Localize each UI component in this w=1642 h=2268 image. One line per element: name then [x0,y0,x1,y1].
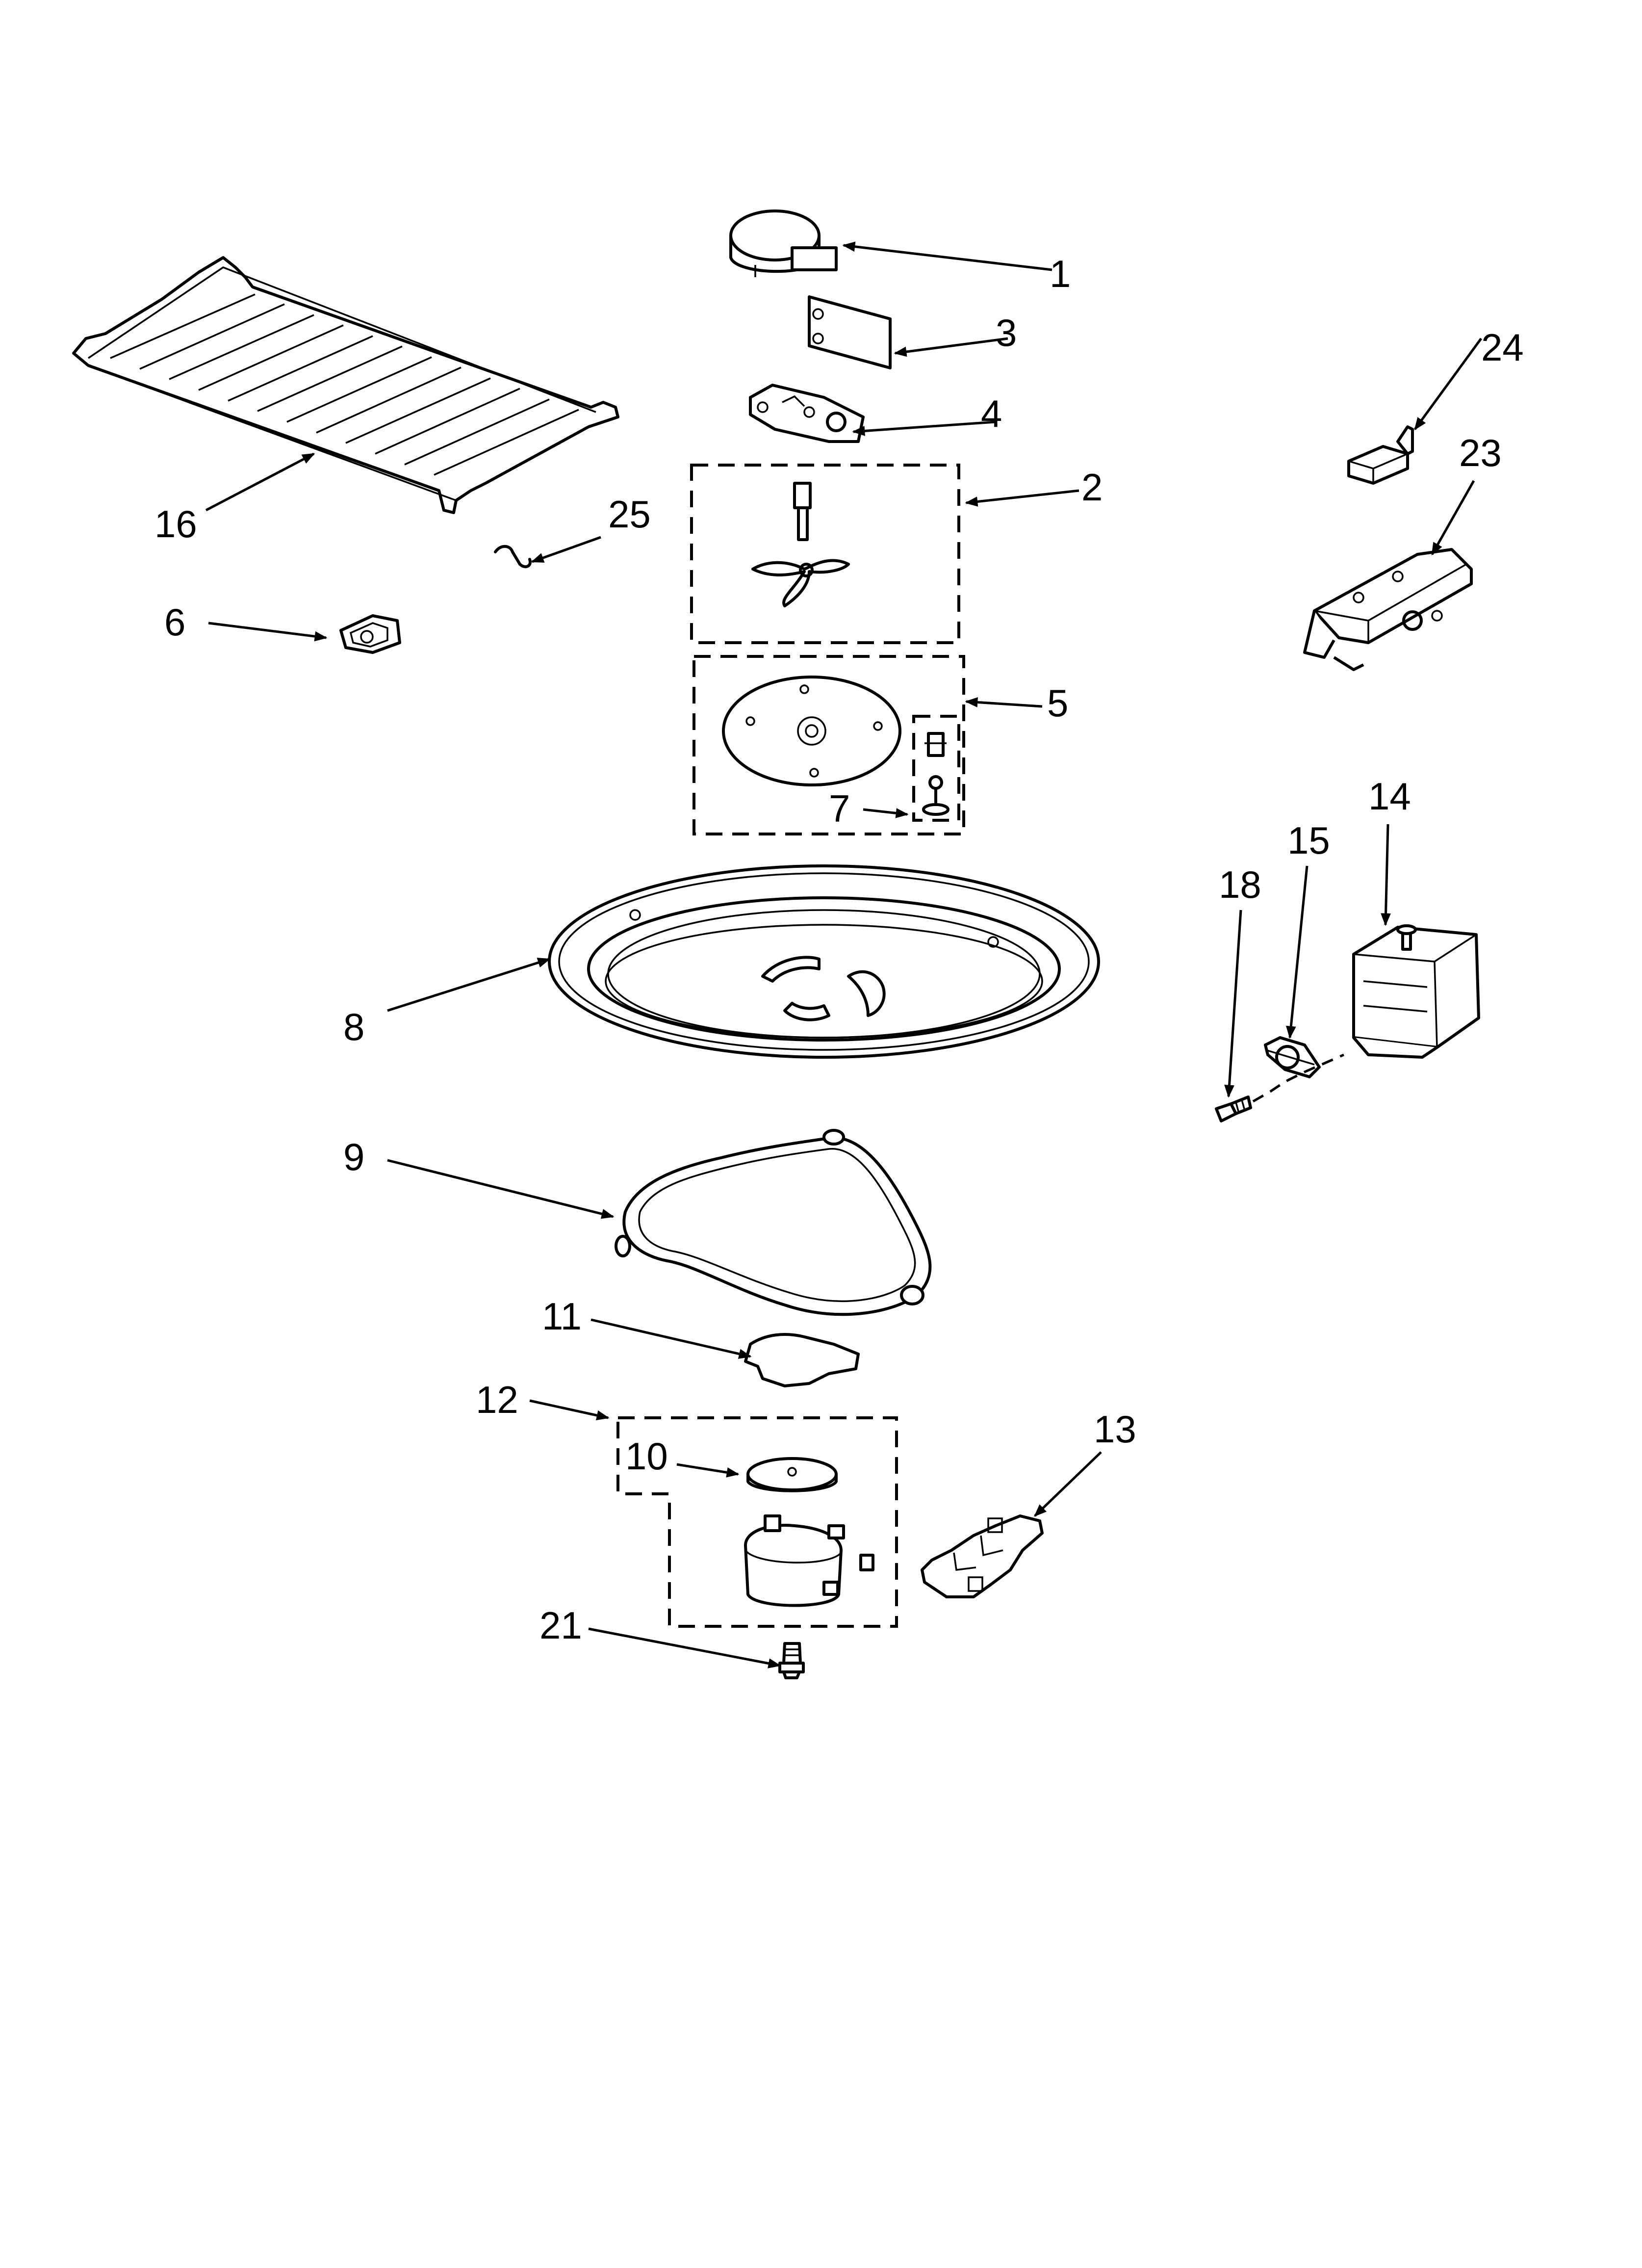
callout-14: 14 [1368,775,1411,818]
stirrer-assembly [693,655,965,835]
turntable-coupler [744,1333,860,1387]
turntable-motor-assembly [616,1416,898,1628]
screw-21 [778,1642,805,1679]
mounting-bracket [749,384,865,443]
screw-18 [1215,1095,1252,1122]
coupler [339,614,401,654]
callout-2: 2 [1081,466,1103,509]
turntable-tray [548,864,1100,1059]
callout-15: 15 [1287,819,1330,862]
thermostat [1264,1036,1321,1078]
callout-23: 23 [1459,431,1502,474]
leader-lines [205,241,1483,1668]
small-bracket [1347,425,1414,485]
callout-25: 25 [608,493,651,536]
callout-12: 12 [476,1378,518,1421]
clip [494,545,532,569]
callout-6: 6 [164,600,185,644]
callout-11: 11 [542,1295,582,1338]
callout-24: 24 [1481,326,1524,369]
callout-13: 13 [1094,1408,1136,1451]
callout-4: 4 [981,392,1002,435]
callout-16: 16 [154,502,197,546]
oven-rack [72,256,619,514]
fan-assembly [690,464,960,644]
callout-5: 5 [1047,681,1068,725]
callout-10: 10 [625,1434,668,1478]
mica-cover [808,295,892,369]
callout-9: 9 [343,1135,364,1178]
thermal-bracket [1303,548,1473,671]
callout-7: 7 [829,787,850,830]
callout-1: 1 [1050,252,1071,295]
callout-labels: 1 2 3 4 5 6 7 8 9 10 11 12 13 14 15 16 1… [154,252,1524,1647]
callout-8: 8 [343,1005,364,1048]
motor [729,209,838,277]
terminal-block [921,1514,1044,1598]
magnetron [1352,924,1480,1059]
roller-ring [615,1129,932,1316]
callout-18: 18 [1219,863,1261,906]
callout-3: 3 [996,311,1017,354]
callout-21: 21 [539,1604,582,1647]
